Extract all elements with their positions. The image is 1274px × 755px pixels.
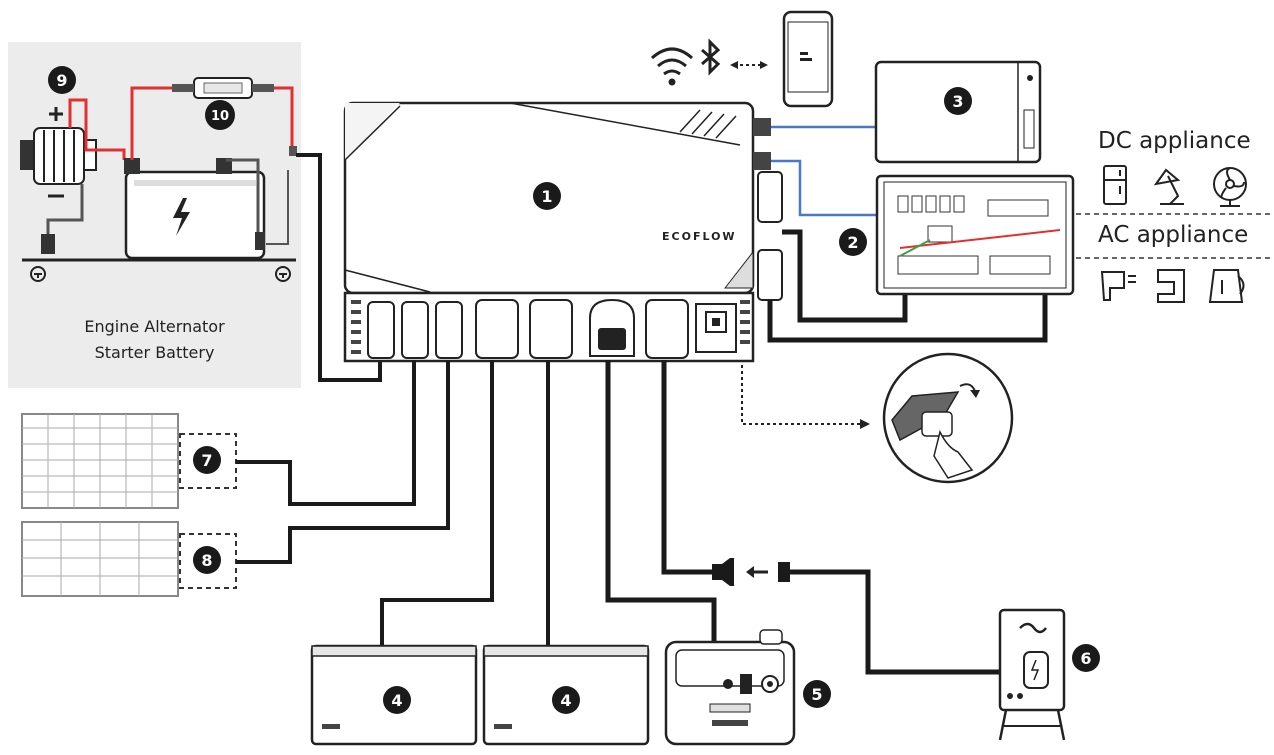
svg-text:1: 1: [541, 187, 552, 206]
battery-to-fuse-wire: [130, 86, 172, 160]
badge-4a: 4: [383, 686, 411, 714]
svg-text:5: 5: [811, 685, 822, 704]
solar-panel-7: [21, 413, 237, 509]
kettle-icon: [1208, 269, 1245, 303]
dc-cable-to-distribution: [782, 229, 908, 323]
solar-7-cable: [236, 360, 416, 506]
zoom-arrow: [741, 365, 860, 425]
svg-text:4: 4: [560, 691, 571, 710]
badge-5: 5: [803, 680, 831, 708]
bluetooth-icon: [701, 38, 721, 76]
lamp-icon: [1153, 168, 1184, 205]
lightning-icon: [173, 198, 190, 236]
battery-negative-wire: [226, 158, 260, 250]
svg-text:10: 10: [211, 109, 229, 124]
solar-panel-8: [21, 521, 237, 597]
generator-cable: [605, 360, 717, 646]
badge-1: 1: [533, 182, 561, 210]
blue-cable-to-distribution: [771, 159, 880, 217]
svg-text:2: 2: [847, 233, 858, 252]
fuse-out-wire: [274, 86, 294, 150]
ground-symbol-right: [275, 266, 291, 282]
svg-text:7: 7: [201, 451, 212, 470]
battery-1-cable: [380, 360, 494, 650]
dc-appliance-label: DC appliance: [1098, 128, 1251, 154]
device-brand: ECOFLOW: [662, 230, 737, 243]
plug-connector: [712, 558, 790, 586]
engine-label-line2: Starter Battery: [94, 343, 215, 362]
shore-power-post: [998, 608, 1066, 741]
alternator-ground-clamp: [41, 234, 55, 254]
engine-label-line1: Engine Alternator: [84, 317, 225, 336]
fan-icon: [1213, 167, 1247, 207]
port-panel: [343, 291, 755, 363]
fuse: [172, 77, 274, 99]
distribution-panel: [875, 174, 1075, 296]
wireless-arrow: [730, 61, 768, 69]
svg-text:4: 4: [391, 691, 402, 710]
coffee-maker-icon: [1157, 269, 1185, 303]
svg-text:8: 8: [201, 551, 212, 570]
fridge-icon: [1103, 165, 1127, 205]
badge-4b: 4: [552, 686, 580, 714]
engine-label: Engine Alternator Starter Battery: [8, 314, 301, 366]
starter-battery: [124, 158, 266, 260]
badge-7: 7: [193, 446, 221, 474]
badge-10: 10: [205, 100, 235, 130]
shore-cable-right: [790, 569, 1004, 675]
alternator-positive-wire: [68, 98, 126, 160]
phone-icon: [782, 10, 834, 108]
badge-9: 9: [48, 66, 76, 94]
breaker-zoom-circle: [882, 352, 1014, 484]
alternator: [20, 127, 97, 185]
ac-cable-to-distribution: [767, 290, 1048, 343]
svg-text:9: 9: [56, 71, 67, 90]
svg-text:6: 6: [1080, 649, 1091, 668]
svg-text:3: 3: [952, 92, 963, 111]
ac-appliance-label: AC appliance: [1098, 222, 1249, 248]
side-ports: [753, 118, 783, 301]
shore-cable-left: [661, 360, 712, 575]
solar-8-cable: [236, 360, 450, 564]
badge-6: 6: [1072, 644, 1100, 672]
alternator-polarity: [48, 107, 64, 198]
ground-symbol-left: [30, 266, 46, 282]
hairdryer-icon: [1100, 271, 1136, 301]
badge-8: 8: [193, 546, 221, 574]
badge-2: 2: [839, 228, 867, 256]
alternator-cable: [296, 153, 382, 382]
wifi-icon: [650, 47, 694, 86]
badge-3: 3: [944, 87, 972, 115]
generator-unit: [664, 629, 796, 746]
